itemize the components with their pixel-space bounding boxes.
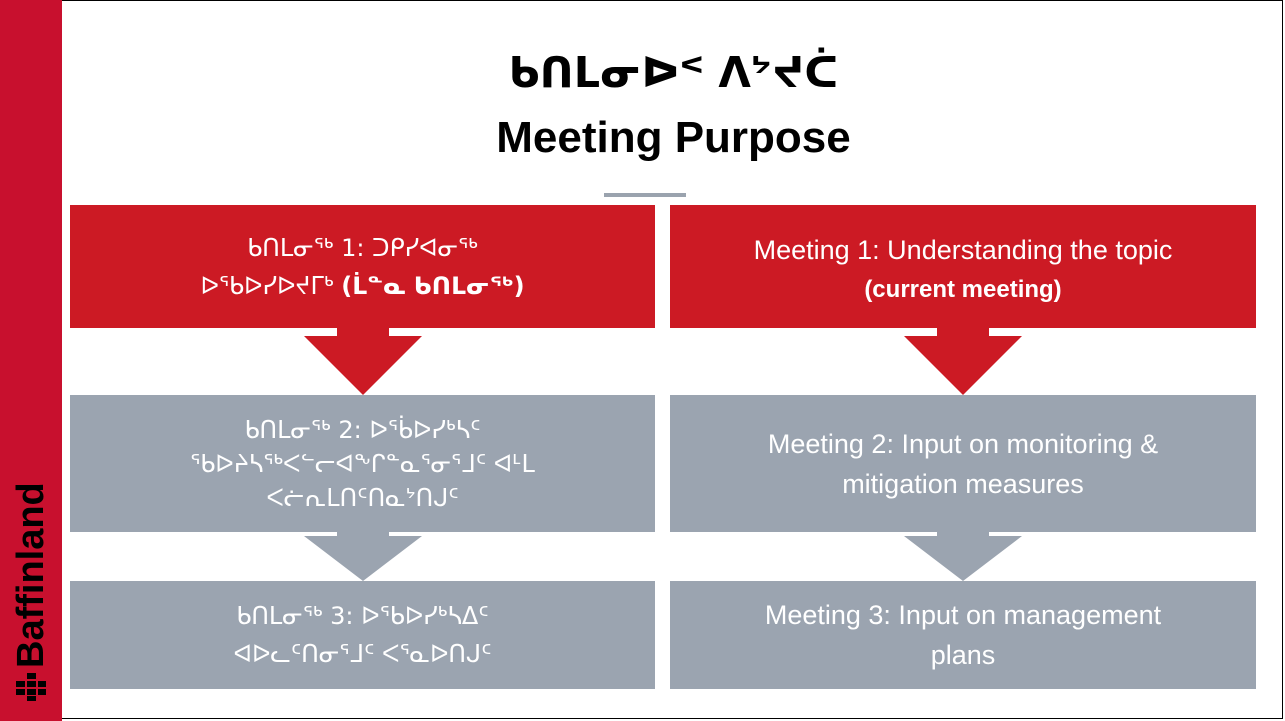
title-syllabics: ᑲᑎᒪᓂᐅᑉ ᐱᔾᔪᑖ [508,48,839,97]
meeting-2-syllabics-line1: ᑲᑎᒪᓂᖅ 2: ᐅᖄᐅᓯᒃᓴᑦ [244,415,481,444]
meeting-1-syllabics-box: ᑲᑎᒪᓂᖅ 1: ᑐᑭᓯᐊᓂᖅ ᐅᖃᐅᓯᐅᔪᒥᒃ (ᒫᓐᓇ ᑲᑎᒪᓂᖅ) [70,205,655,328]
meeting-3-english-line1: Meeting 3: Input on management [764,600,1162,630]
logo-mark-icon [16,673,46,701]
meeting-2-english-line2: mitigation measures [842,468,1084,499]
meeting-1-syllabics-current: (ᒫᓐᓇ ᑲᑎᒪᓂᖅ) [341,271,525,300]
meeting-3-syllabics-line1: ᑲᑎᒪᓂᖅ 3: ᐅᖃᐅᓯᒃᓴᐃᑦ [236,602,489,630]
meeting-1-english-box: Meeting 1: Understanding the topic (curr… [670,205,1256,328]
meeting-3-english-line2: plans [930,640,996,670]
meeting-2-english-line1: Meeting 2: Input on monitoring & [767,428,1159,459]
meeting-2-english-box: Meeting 2: Input on monitoring & mitigat… [670,395,1256,532]
brand-sidebar: Baffinland [0,0,62,721]
meeting-1-syllabics-line1: ᑲᑎᒪᓂᖅ 1: ᑐᑭᓯᐊᓂᖅ [247,233,478,262]
meeting-1-syllabics-line2-wrap: ᐅᖃᐅᓯᐅᔪᒥᒃ (ᒫᓐᓇ ᑲᑎᒪᓂᖅ) [200,267,524,305]
meeting-1-english-label: Meeting 1: Understanding the topic [753,234,1173,265]
meeting-3-syllabics-line2: ᐊᐅᓚᑦᑎᓂᕐᒧᑦ ᐸᕐᓇᐅᑎᒍᑦ [233,640,492,668]
meeting-2-syllabics-box: ᑲᑎᒪᓂᖅ 2: ᐅᖄᐅᓯᒃᓴᑦ ᖃᐅᔨᓴᖅᐸᓪᓕᐊᖕᒋᓐᓇᕐᓂᕐᒧᑦ ᐊᒻᒪ … [70,395,655,532]
page-title: Meeting Purpose [496,113,851,162]
meeting-1-syllabics-line2: ᐅᖃᐅᓯᐅᔪᒥᒃ [200,271,334,300]
arrow-down-icon [304,328,422,395]
meeting-1-english-current: (current meeting) [864,275,1062,303]
arrow-down-icon [304,532,422,581]
meeting-2-syllabics-line3: ᐸᓖᕆᒪᑎᑦᑎᓇᔾᑎᒍᑦ [266,483,459,512]
title-divider [604,193,686,197]
arrow-down-icon [904,328,1022,395]
meeting-2-syllabics-line2: ᖃᐅᔨᓴᖅᐸᓪᓕᐊᖕᒋᓐᓇᕐᓂᕐᒧᑦ ᐊᒻᒪ [190,449,535,478]
baffinland-logo: Baffinland [6,440,56,720]
arrow-down-icon [904,532,1022,581]
logo-text: Baffinland [10,482,52,668]
meeting-3-syllabics-box: ᑲᑎᒪᓂᖅ 3: ᐅᖃᐅᓯᒃᓴᐃᑦ ᐊᐅᓚᑦᑎᓂᕐᒧᑦ ᐸᕐᓇᐅᑎᒍᑦ [70,581,655,689]
meeting-3-english-box: Meeting 3: Input on management plans [670,581,1256,689]
